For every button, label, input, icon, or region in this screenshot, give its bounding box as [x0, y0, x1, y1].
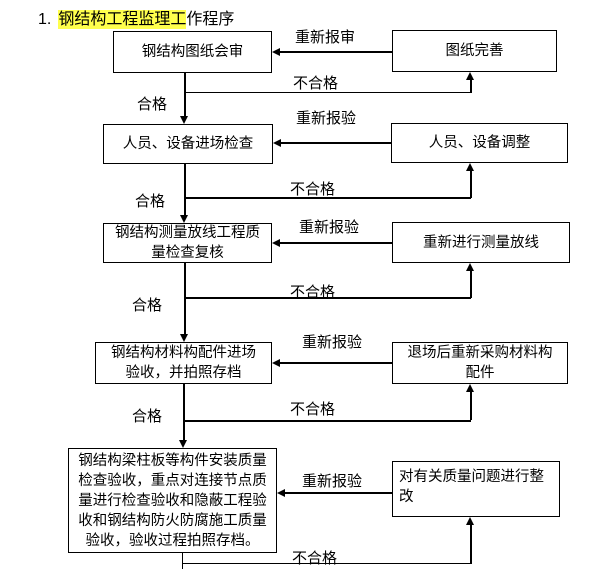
remedy-box-personnel-adjust: 人员、设备调整 — [391, 123, 568, 163]
remedy-box-drawing-improve: 图纸完善 — [392, 30, 557, 72]
fail-label-1: 不合格 — [293, 75, 339, 92]
fail-label-2: 不合格 — [290, 181, 336, 198]
fail-line-1 — [184, 91, 471, 93]
redo-arrow-line-4 — [279, 362, 392, 364]
title-number: 1. — [38, 11, 52, 28]
redo-arrow-line-1 — [279, 51, 392, 53]
step-box-drawing-review: 钢结构图纸会审 — [113, 31, 272, 73]
fail-label-3: 不合格 — [290, 284, 336, 301]
arrowhead-left-2 — [273, 138, 281, 147]
redo-label-3: 重新报验 — [299, 219, 360, 236]
fail-return-line-5 — [470, 524, 472, 563]
redo-arrow-line-2 — [280, 142, 391, 144]
redo-arrow-line-5 — [284, 492, 392, 494]
fail-return-line-2 — [470, 170, 472, 198]
step-box-survey-check: 钢结构测量放线工程质 量检查复核 — [103, 223, 272, 263]
arrowhead-down-2 — [180, 215, 189, 223]
arrowhead-down-1 — [180, 116, 189, 124]
fail-return-line-3 — [470, 270, 472, 298]
pass-line-5 — [181, 553, 183, 569]
redo-label-4: 重新报验 — [302, 334, 363, 351]
remedy-box-repurchase: 退场后重新采购材料构 配件 — [392, 342, 568, 384]
pass-line-4 — [183, 384, 185, 440]
arrowhead-left-5 — [277, 488, 285, 497]
step-box-material-acceptance: 钢结构材料构配件进场 验收，并拍照存档 — [95, 342, 272, 384]
pass-label-3: 合格 — [132, 297, 163, 314]
fail-line-5 — [181, 562, 472, 564]
arrowhead-up-1 — [466, 72, 475, 80]
page-title: 1. 钢结构工程监理工作程序 — [38, 5, 234, 29]
step-box-personnel-check: 人员、设备进场检查 — [103, 124, 273, 164]
fail-label-4: 不合格 — [290, 401, 336, 418]
remedy-box-resurvey: 重新进行测量放线 — [392, 222, 570, 263]
arrowhead-down-3 — [180, 334, 189, 342]
pass-label-1: 合格 — [137, 96, 168, 113]
step-box-installation-acceptance: 钢结构梁柱板等构件安装质量 检查验收，重点对连接节点质 量进行检查验收和隐蔽工程… — [68, 448, 277, 553]
fail-line-3 — [184, 297, 471, 299]
fail-line-2 — [184, 197, 471, 199]
pass-label-2: 合格 — [135, 193, 166, 210]
redo-label-1: 重新报审 — [295, 29, 356, 46]
arrowhead-up-3 — [466, 263, 475, 271]
arrowhead-down-4 — [179, 440, 188, 448]
arrowhead-left-1 — [272, 47, 280, 56]
fail-return-line-4 — [470, 391, 472, 420]
arrowhead-up-2 — [466, 163, 475, 171]
pass-label-4: 合格 — [132, 408, 163, 425]
pass-line-3 — [184, 263, 186, 334]
arrowhead-up-4 — [466, 384, 475, 392]
redo-arrow-line-3 — [279, 242, 392, 244]
fail-return-line-1 — [470, 79, 472, 93]
fail-label-5: 不合格 — [292, 550, 338, 567]
title-highlight: 钢结构工程监理工 — [58, 10, 187, 29]
redo-label-2: 重新报验 — [296, 110, 357, 127]
remedy-box-quality-rectify: 对有关质量问题进行整 改 — [392, 461, 560, 517]
title-suffix: 作程序 — [186, 11, 235, 28]
fail-line-4 — [183, 420, 471, 422]
arrowhead-left-3 — [272, 238, 280, 247]
redo-label-5: 重新报验 — [302, 473, 363, 490]
pass-line-1 — [184, 72, 186, 117]
arrowhead-left-4 — [272, 358, 280, 367]
pass-line-2 — [184, 164, 186, 215]
arrowhead-up-5 — [466, 517, 475, 525]
